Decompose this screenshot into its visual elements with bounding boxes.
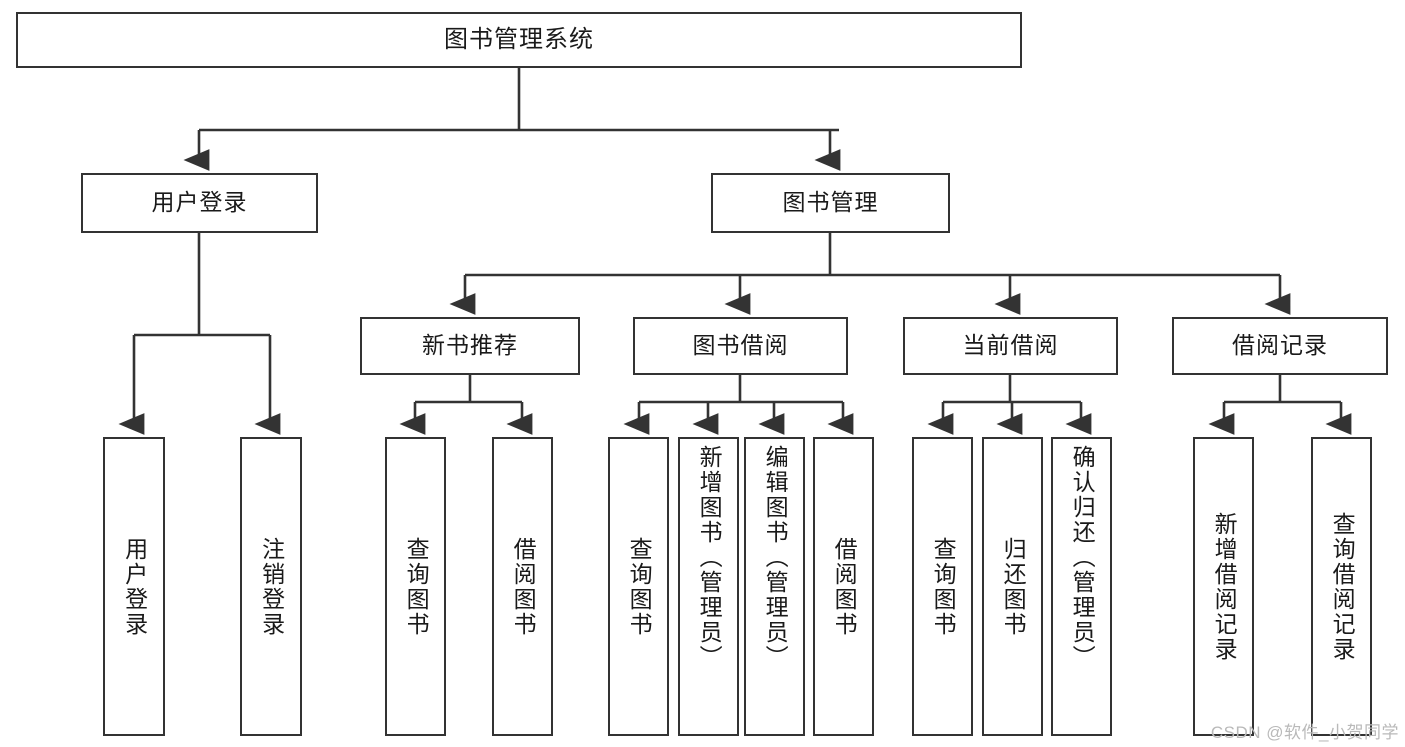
leaf-label: 查询图书 [403, 536, 430, 637]
node-current-borrow[interactable]: 当前借阅 [903, 317, 1118, 375]
leaf-label: 注销登录 [258, 536, 285, 637]
leaf-user-login-login[interactable]: 用户登录 [103, 437, 165, 736]
leaf-record-add-record[interactable]: 新增借阅记录 [1193, 437, 1254, 736]
leaf-label: 查询借阅记录 [1329, 511, 1356, 662]
watermark-text: CSDN @软件_小贺同学 [1210, 723, 1399, 742]
leaf-user-login-logout[interactable]: 注销登录 [240, 437, 302, 736]
leaf-label: 确认归还（管理员） [1069, 445, 1096, 670]
leaf-current-confirm-return-admin[interactable]: 确认归还（管理员） [1051, 437, 1112, 736]
leaf-label: 用户登录 [121, 536, 148, 637]
node-borrow-record[interactable]: 借阅记录 [1172, 317, 1388, 375]
leaf-label: 新增图书（管理员） [696, 445, 723, 670]
node-book-management[interactable]: 图书管理 [711, 173, 950, 233]
leaf-label: 查询图书 [930, 536, 957, 637]
leaf-recommend-query-book[interactable]: 查询图书 [385, 437, 446, 736]
leaf-borrow-add-book-admin[interactable]: 新增图书（管理员） [678, 437, 739, 736]
node-new-book-recommend[interactable]: 新书推荐 [360, 317, 580, 375]
leaf-label: 编辑图书（管理员） [762, 445, 789, 670]
node-user-login[interactable]: 用户登录 [81, 173, 318, 233]
leaf-label: 归还图书 [1000, 536, 1027, 637]
leaf-label: 查询图书 [626, 536, 653, 637]
leaf-borrow-borrow-book[interactable]: 借阅图书 [813, 437, 874, 736]
leaf-label: 借阅图书 [510, 536, 537, 637]
leaf-recommend-borrow-book[interactable]: 借阅图书 [492, 437, 553, 736]
leaf-borrow-edit-book-admin[interactable]: 编辑图书（管理员） [744, 437, 805, 736]
leaf-record-query-record[interactable]: 查询借阅记录 [1311, 437, 1372, 736]
node-root-system[interactable]: 图书管理系统 [16, 12, 1022, 68]
leaf-borrow-query-book[interactable]: 查询图书 [608, 437, 669, 736]
leaf-current-return-book[interactable]: 归还图书 [982, 437, 1043, 736]
leaf-label: 借阅图书 [831, 536, 858, 637]
leaf-label: 新增借阅记录 [1211, 511, 1238, 662]
node-book-borrow[interactable]: 图书借阅 [633, 317, 848, 375]
leaf-current-query-book[interactable]: 查询图书 [912, 437, 973, 736]
